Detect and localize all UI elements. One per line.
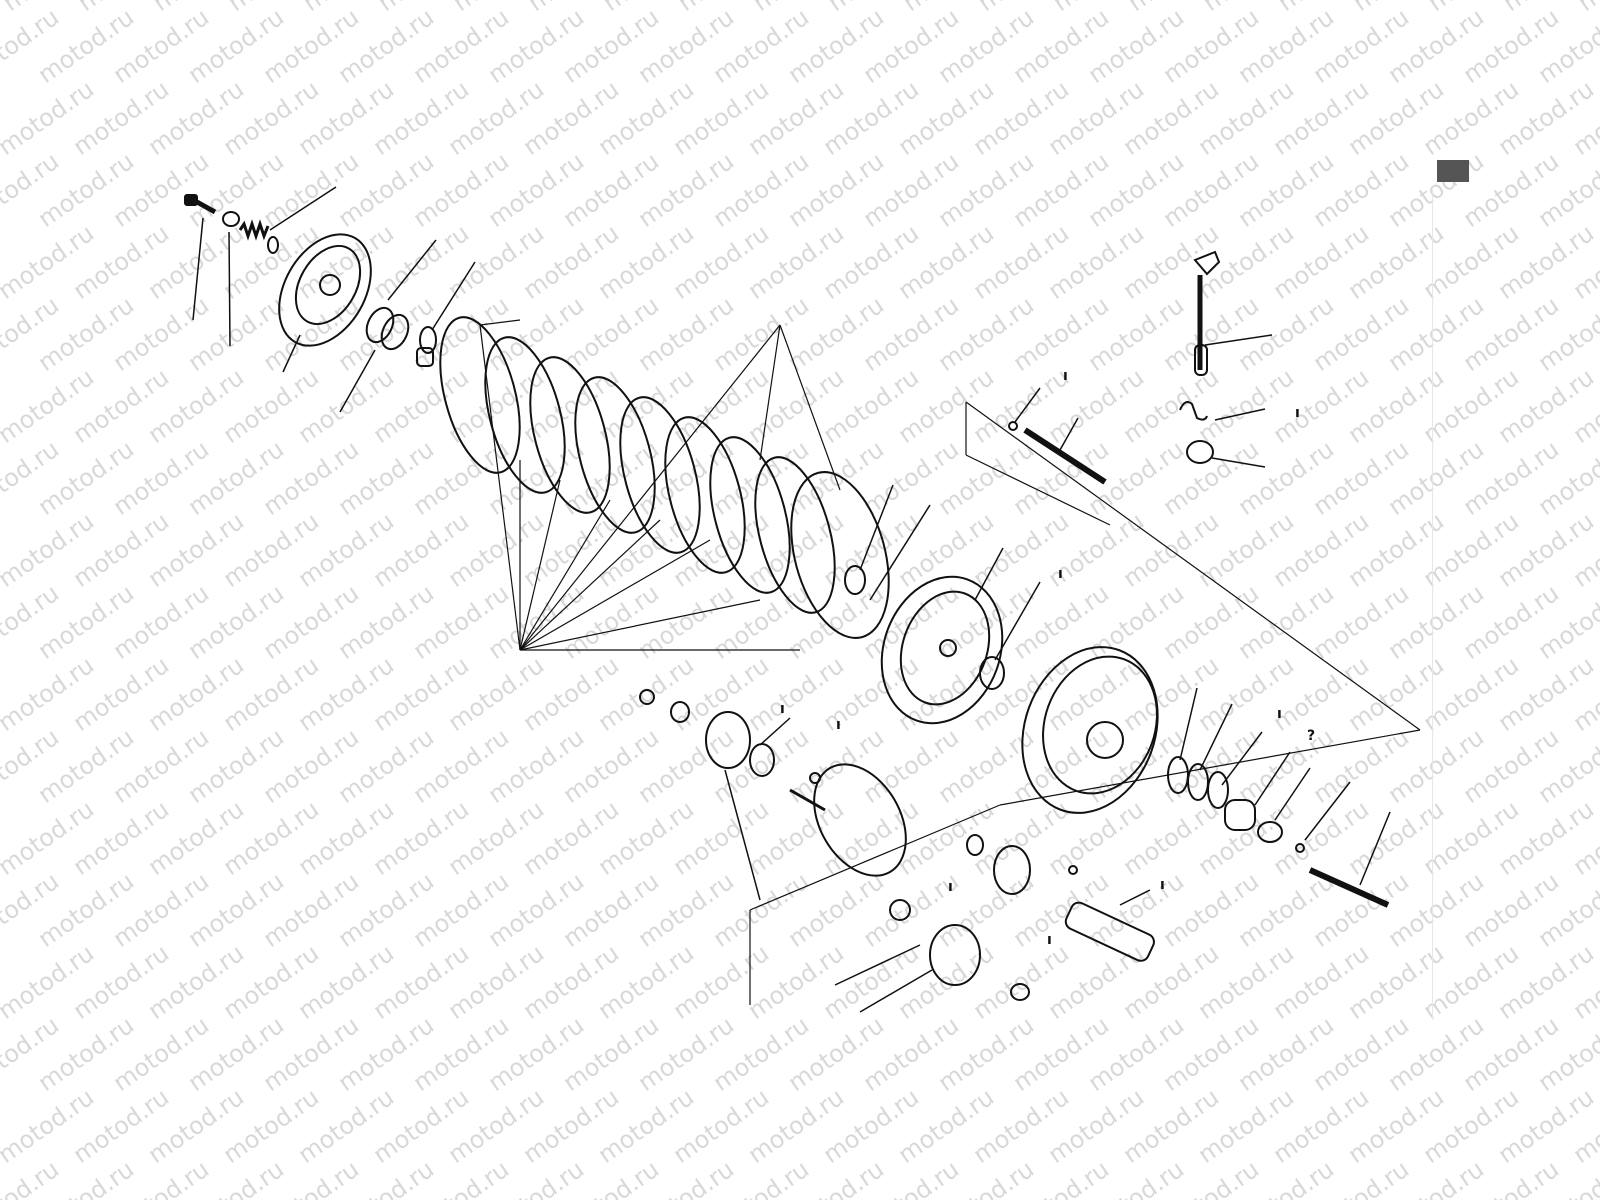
part-label-bushing-1: ı: [780, 701, 785, 717]
pressure-plate-icon: [278, 233, 372, 347]
part-label-cup-1: ı: [1277, 706, 1282, 722]
bracket-lines: [749, 401, 1421, 1005]
pushrod-icon: [1308, 867, 1390, 908]
spring-icon: [238, 219, 279, 254]
page-corner-marker: [1437, 160, 1469, 182]
friction-plates-icon: [439, 316, 890, 639]
release-lever-icon: [1193, 250, 1221, 376]
pushrod-piece-icon: [416, 326, 437, 367]
thrust-washer-icon: [979, 656, 1005, 690]
part-label-washer-1: ı: [1058, 566, 1063, 582]
part-label-washer-3: ı: [948, 879, 953, 895]
bolt-icon: [184, 194, 217, 215]
part-label-washer-2: ?: [1307, 728, 1316, 744]
kickstart-gears-icon: [639, 689, 907, 877]
part-label-pin-3: ı: [1047, 932, 1052, 948]
part-label-pin-2: ı: [1160, 877, 1165, 893]
part-label-bushing-2: ı: [836, 717, 841, 733]
return-spring-icon: [1179, 401, 1208, 421]
page-edge-line: [1432, 190, 1433, 1020]
lever-bushing-icon: [1186, 440, 1214, 464]
leader-lines: [479, 319, 841, 651]
part-label-pin-1: ı: [1063, 368, 1068, 384]
bearing-icon: [365, 306, 410, 351]
washer-icon: [222, 211, 240, 227]
oil-pump-drive-icon: [889, 834, 1155, 1001]
pin-rod-icon: [1023, 427, 1107, 485]
clutch-hub-icon: [880, 575, 1004, 725]
clutch-housing-icon: [1021, 646, 1159, 814]
part-label-spring-1: ı: [1295, 405, 1300, 421]
